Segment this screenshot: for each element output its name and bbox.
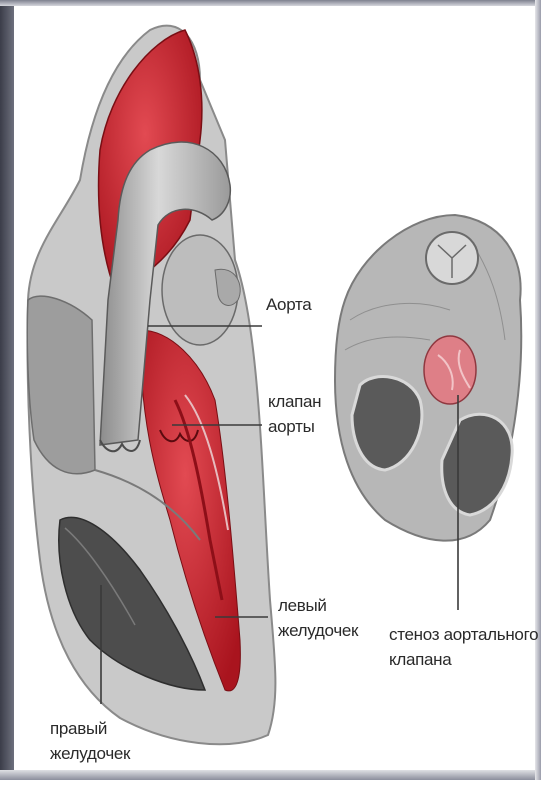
label-stenosis: стеноз аортального клапана <box>389 622 538 672</box>
label-left-ventricle: левый желудочек <box>278 593 358 643</box>
frame-top-edge <box>0 0 541 6</box>
label-right-ventricle: правый желудочек <box>50 716 130 766</box>
valve-cross-section-illustration <box>335 215 521 541</box>
label-aortic-valve: клапан аорты <box>268 389 321 439</box>
heart-section-illustration <box>27 26 275 745</box>
frame-left-edge <box>0 0 14 780</box>
frame-bottom-edge <box>0 770 541 780</box>
label-aorta: Аорта <box>266 292 311 317</box>
